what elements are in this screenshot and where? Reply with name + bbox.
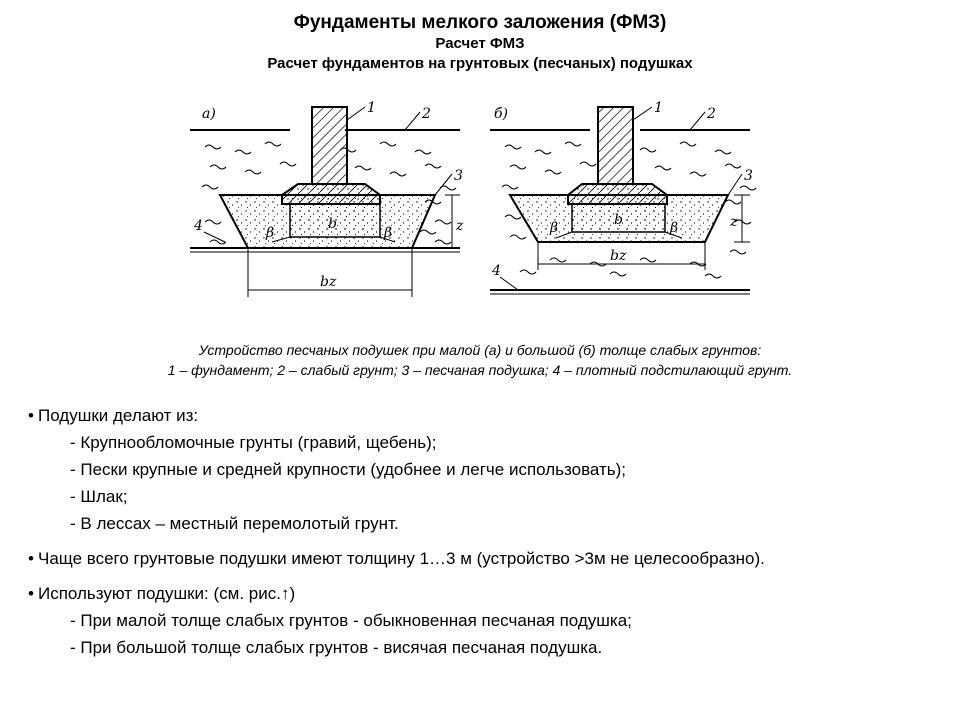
bullet-usage: • Используют подушки: (см. рис.↑)	[28, 580, 938, 607]
panel-b-z-label: z	[729, 214, 738, 230]
list-item: - Крупнообломочные грунты (гравий, щебен…	[70, 433, 437, 452]
bullet-text: Подушки делают из:	[38, 406, 199, 425]
list-item: - При большой толще слабых грунтов - вис…	[70, 638, 603, 657]
bullet-dot: •	[28, 549, 34, 568]
panel-b-callout-2: 2	[706, 106, 716, 122]
panel-b-bz-label: bz	[610, 248, 627, 264]
list-item: - В лессах – местный перемолотый грунт.	[70, 514, 399, 533]
panel-a-beta-right: β	[383, 225, 392, 241]
list-item: - Шлак;	[70, 487, 128, 506]
panel-a-bz-label: bz	[320, 274, 337, 290]
panel-b-beta-left: β	[549, 220, 558, 236]
bullet-list: • Подушки делают из: - Крупнообломочные …	[28, 402, 938, 661]
bullet-text: Чаще всего грунтовые подушки имеют толщи…	[38, 549, 765, 568]
panel-a-b-label: b	[328, 216, 337, 232]
bullet-dot: •	[28, 584, 34, 603]
caption-line-1: Устройство песчаных подушек при малой (а…	[198, 342, 762, 358]
panel-a-label: а)	[202, 106, 216, 122]
panel-a: а) 1 2 3 4 b β β z bz	[190, 100, 464, 297]
panel-b-beta-right: β	[669, 220, 678, 236]
figure-caption: Устройство песчаных подушек при малой (а…	[0, 340, 960, 380]
slide-subtitle: Расчет ФМЗ	[435, 35, 525, 52]
bullet-materials: • Подушки делают из:	[28, 402, 938, 429]
slide-header: Фундаменты мелкого заложения (ФМЗ) Расче…	[0, 12, 960, 74]
bullet-thickness: • Чаще всего грунтовые подушки имеют тол…	[28, 545, 938, 572]
panel-a-z-label: z	[455, 218, 464, 234]
panel-b-callout-3: 3	[744, 168, 753, 184]
slide-title: Фундаменты мелкого заложения (ФМЗ)	[293, 12, 667, 33]
caption-line-2: 1 – фундамент; 2 – слабый грунт; 3 – пес…	[167, 362, 793, 378]
panel-b-b-label: b	[614, 212, 623, 228]
panel-b-callout-1: 1	[654, 100, 663, 116]
bullet-text: Используют подушки: (см. рис.↑)	[38, 584, 296, 603]
panel-b: б) 1 2 3 4 b β β z bz	[490, 100, 757, 295]
panel-a-callout-3: 3	[454, 168, 463, 184]
list-item: - Пески крупные и средней крупности (удо…	[70, 460, 627, 479]
slide-subtitle-2: Расчет фундаментов на грунтовых (песчаны…	[267, 55, 693, 72]
panel-a-callout-2: 2	[421, 106, 431, 122]
bullet-dot: •	[28, 406, 34, 425]
panel-b-label: б)	[494, 106, 508, 122]
panel-b-callout-4: 4	[491, 263, 501, 279]
panel-a-callout-1: 1	[367, 100, 376, 116]
sand-cushion-figure: а) 1 2 3 4 b β β z bz	[190, 100, 757, 297]
soft-soil-waves-a	[201, 141, 457, 245]
panel-a-beta-left: β	[265, 225, 274, 241]
list-item: - При малой толще слабых грунтов - обыкн…	[70, 611, 632, 630]
panel-a-callout-4: 4	[193, 218, 203, 234]
